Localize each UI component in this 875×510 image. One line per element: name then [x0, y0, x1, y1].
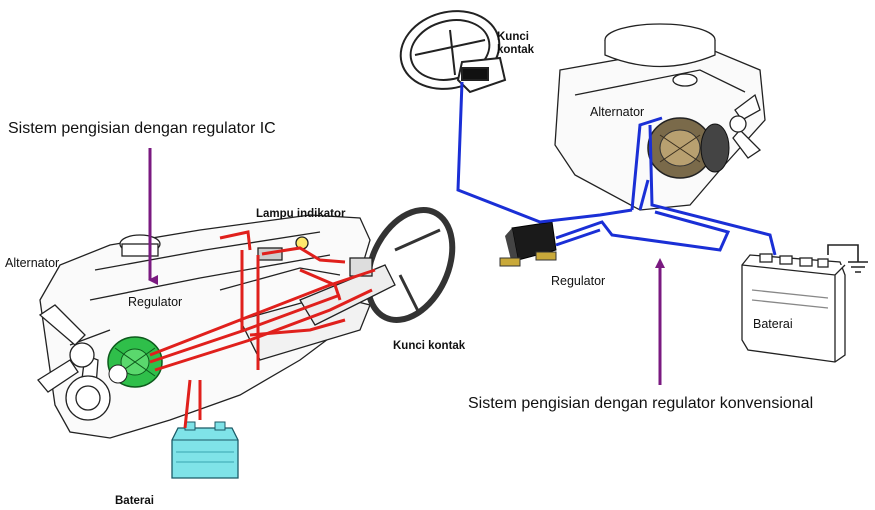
right-engine-drawing — [554, 23, 766, 211]
right-fan — [729, 93, 762, 159]
conventional-wiring — [456, 81, 777, 256]
right-regulator — [499, 221, 557, 267]
left-battery — [171, 421, 239, 479]
right-label-alternator: Alternator — [590, 105, 645, 119]
caption-ic-system: Sistem pengisian dengan regulator IC — [8, 120, 276, 137]
ground-symbol — [827, 244, 868, 273]
ic-wiring — [149, 230, 376, 429]
right-alternator — [647, 117, 730, 179]
left-steering-wheel — [299, 207, 456, 326]
left-label-battery: Baterai — [115, 495, 154, 507]
right-label-battery: Baterai — [753, 317, 793, 331]
left-label-regulator: Regulator — [128, 295, 183, 309]
right-steering-wheel — [399, 10, 507, 94]
right-battery — [741, 253, 846, 363]
pointer-arrows — [148, 148, 665, 385]
right-label-ignition-switch-line2: kontak — [497, 44, 535, 56]
right-label-ignition-switch-line1: Kunci — [497, 31, 529, 43]
right-label-regulator: Regulator — [551, 274, 606, 288]
left-label-alternator: Alternator — [5, 256, 60, 270]
left-engine-drawing — [37, 207, 456, 439]
caption-conventional-system: Sistem pengisian dengan regulator konven… — [468, 395, 814, 412]
left-label-indicator-lamp: Lampu indikator — [256, 208, 346, 220]
left-alternator — [107, 336, 163, 388]
left-label-ignition-switch: Kunci kontak — [393, 340, 466, 352]
